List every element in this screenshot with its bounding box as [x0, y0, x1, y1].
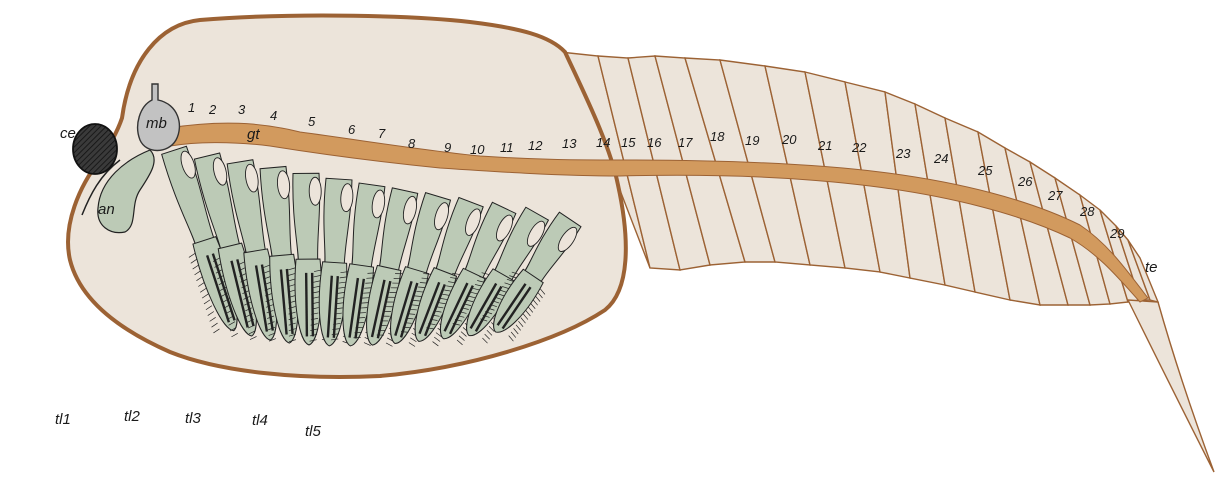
segment-number: 9 [444, 140, 451, 155]
limb-label: tl1 [55, 411, 71, 428]
label-gt: gt [247, 126, 260, 143]
segment-number: 3 [238, 102, 246, 117]
segment-number: 15 [621, 135, 636, 150]
segment-number: 8 [408, 136, 416, 151]
segment-number: 22 [851, 140, 867, 155]
segment-number: 14 [596, 135, 610, 150]
segment-number: 20 [781, 132, 797, 147]
segment-number: 1 [188, 100, 195, 115]
label-mb: mb [146, 115, 167, 132]
segment-number: 27 [1047, 188, 1063, 203]
segment-number: 12 [528, 138, 543, 153]
label-te: te [1145, 259, 1158, 276]
segment-number: 25 [977, 163, 993, 178]
limb-labels: tl1 tl2 tl3 tl4 tl5 [55, 408, 322, 440]
limb-label: tl3 [185, 410, 202, 427]
limb-label: tl4 [252, 412, 268, 429]
label-an: an [98, 201, 115, 218]
segment-number: 23 [895, 146, 911, 161]
segment-number: 2 [208, 102, 217, 117]
segment-number: 4 [270, 108, 277, 123]
segment-number: 26 [1017, 174, 1033, 189]
segment-number: 24 [933, 151, 948, 166]
label-ce: ce [60, 125, 76, 142]
segment-number: 10 [470, 142, 485, 157]
segment-number: 7 [378, 126, 386, 141]
segment-number: 6 [348, 122, 356, 137]
segment-number: 16 [647, 135, 662, 150]
segment-number: 18 [710, 129, 725, 144]
segment-number: 21 [817, 138, 832, 153]
segment-number: 19 [745, 133, 759, 148]
segment-number: 5 [308, 114, 316, 129]
segment-number: 11 [500, 140, 514, 155]
compound-eye [73, 124, 117, 174]
segment-number: 29 [1109, 226, 1124, 241]
limb-label: tl5 [305, 423, 322, 440]
segment-number: 17 [678, 135, 693, 150]
limb-label: tl2 [124, 408, 141, 425]
segment-number: 13 [562, 136, 577, 151]
segment-number: 28 [1079, 204, 1095, 219]
telson [1128, 300, 1214, 472]
